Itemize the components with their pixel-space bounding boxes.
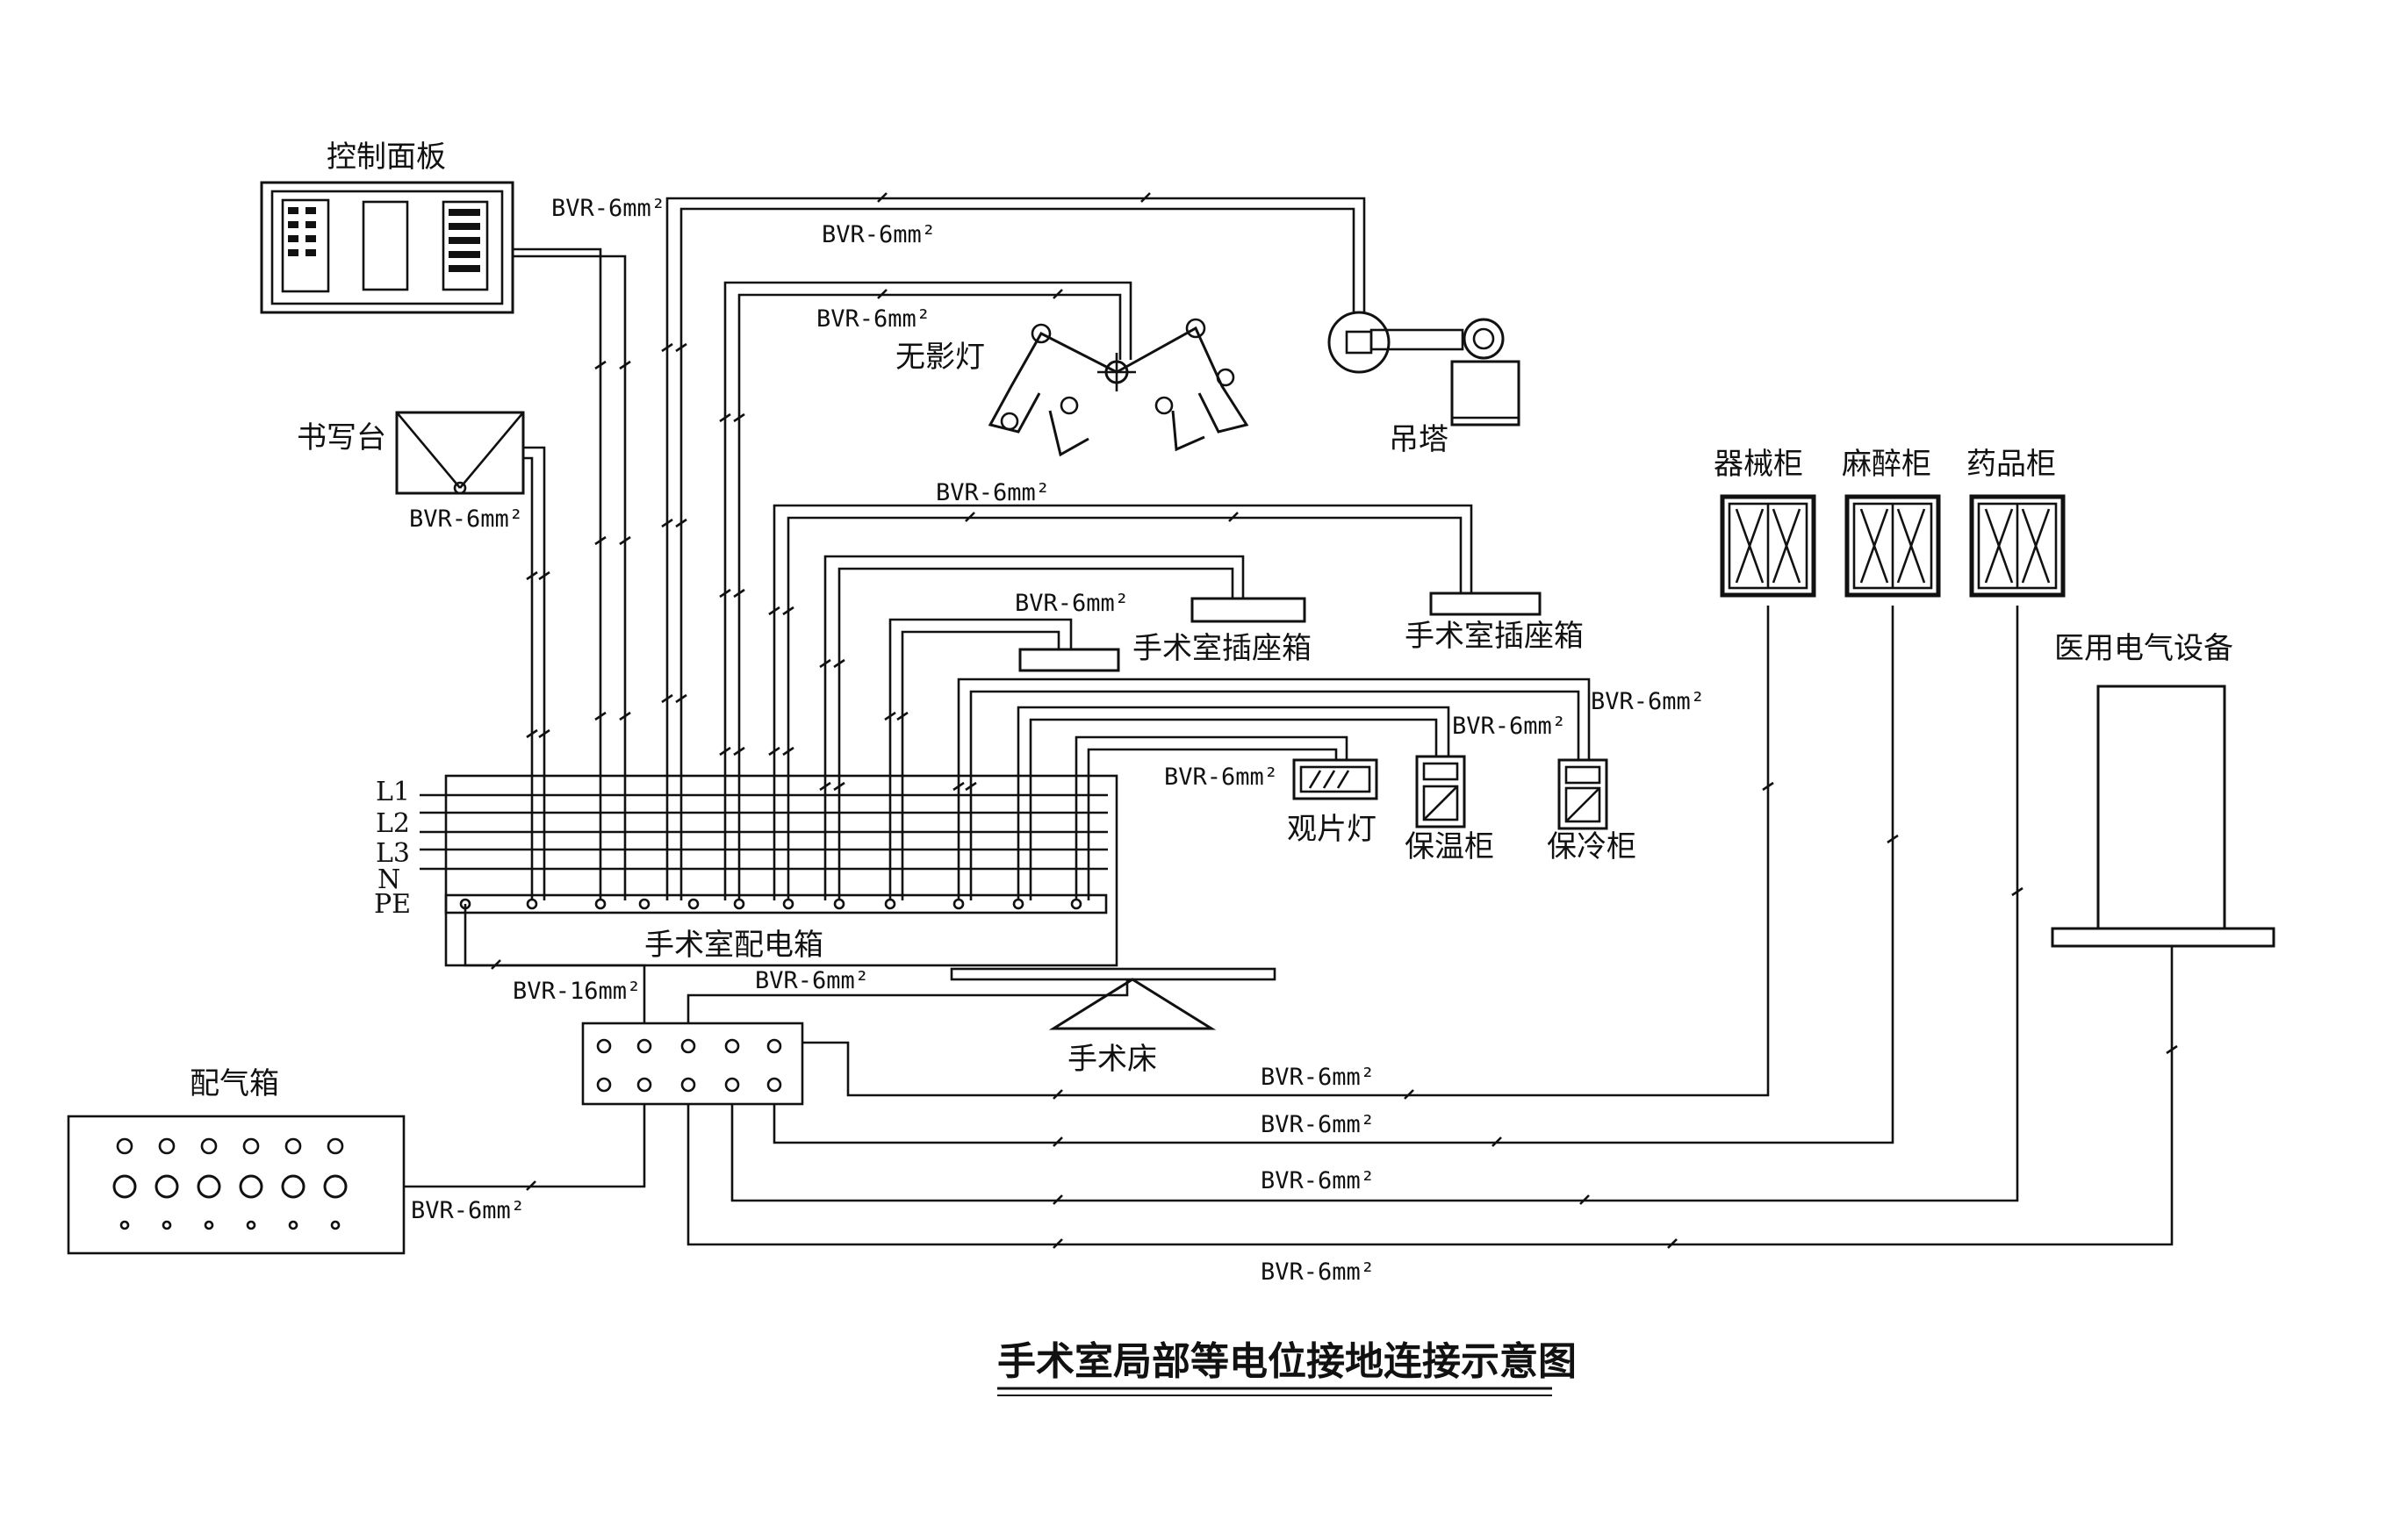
gas-box: 配气箱 [67,1066,406,1255]
wire-label-cab3: BVR-6mm² [1261,1167,1375,1194]
bus-label-l1: L1 [376,777,410,807]
wires [404,197,2174,1246]
control-panel: 控制面板 [260,140,514,314]
diagram-title: 手术室局部等电位接地连接示意图 [997,1339,1577,1396]
wire-label-pendant: BVR-6mm² [822,221,936,248]
wire-label-warming: BVR-6mm² [1452,713,1566,740]
title-text: 手术室局部等电位接地连接示意图 [997,1339,1577,1384]
bus-label-pe: PE [374,889,411,920]
wire-ticks [491,192,2178,1249]
wire-label-lamp: BVR-6mm² [816,305,931,333]
bus-label-l2: L2 [376,808,410,839]
wire-label-main: BVR-16mm² [513,978,641,1005]
medicine-cabinet-label: 药品柜 [1966,447,2056,482]
control-panel-label: 控制面板 [327,140,446,175]
writing-desk-label: 书写台 [297,420,386,455]
instrument-cabinet-label: 器械柜 [1714,447,1803,482]
anesthesia-cabinet: 麻醉柜 [1842,447,1941,598]
pe-bus-terminals [459,898,1082,910]
wire-label-gas: BVR-6mm² [411,1197,525,1224]
wire-labels: BVR-6mm² BVR-6mm² BVR-6mm² BVR-6mm² BVR-… [409,195,1705,1286]
bus-label-l3: L3 [376,838,410,869]
gas-box-label: 配气箱 [190,1066,279,1101]
socket-box-1: 手术室插座箱 [1132,597,1312,666]
warming-cabinet: 保温柜 [1405,755,1494,864]
socket-box-1-label: 手术室插座箱 [1132,631,1312,666]
distribution-box-label: 手术室配电箱 [644,928,823,963]
socket-box-2: 手术室插座箱 [1405,592,1584,654]
socket-box-3 [1018,648,1120,672]
operating-table: 手术床 [950,967,1276,1077]
warming-cabinet-label: 保温柜 [1405,829,1494,864]
wire-label-socket2: BVR-6mm² [936,479,1050,506]
bus-label-n: N [377,864,400,895]
shadowless-lamp-label: 无影灯 [895,340,985,375]
medicine-cabinet: 药品柜 [1966,447,2066,598]
medical-equipment: 医用电气设备 [2051,631,2275,948]
socket-box-2-label: 手术室插座箱 [1405,619,1584,654]
wire-label-desk: BVR-6mm² [409,506,523,533]
wire-label-equipment: BVR-6mm² [1261,1258,1375,1286]
wire-label-table: BVR-6mm² [755,967,869,994]
distribution-box: L1 L2 L3 N PE 手术室配电箱 [374,774,1118,967]
wire-label-cooling: BVR-6mm² [1591,688,1705,715]
wire-label-cab1: BVR-6mm² [1261,1064,1375,1091]
pendant-tower-label: 吊塔 [1389,422,1448,457]
anesthesia-cabinet-label: 麻醉柜 [1842,447,1931,482]
cooling-cabinet-label: 保冷柜 [1547,829,1636,864]
film-viewer-label: 观片灯 [1287,812,1377,847]
writing-desk: 书写台 [297,411,525,495]
wire-label-viewer: BVR-6mm² [1164,764,1278,791]
terminal-box [581,1022,804,1106]
film-viewer: 观片灯 [1287,758,1378,847]
shadowless-lamp: 无影灯 [895,318,1249,457]
medical-equipment-label: 医用电气设备 [2054,631,2233,666]
wire-label-socket1: BVR-6mm² [1015,590,1129,617]
wire-label-cab2: BVR-6mm² [1261,1111,1375,1138]
cooling-cabinet: 保冷柜 [1547,758,1636,864]
pendant-tower: 吊塔 [1327,311,1520,457]
wire-label-control-panel: BVR-6mm² [551,195,665,222]
operating-table-label: 手术床 [1067,1042,1157,1077]
instrument-cabinet: 器械柜 [1714,447,1816,598]
